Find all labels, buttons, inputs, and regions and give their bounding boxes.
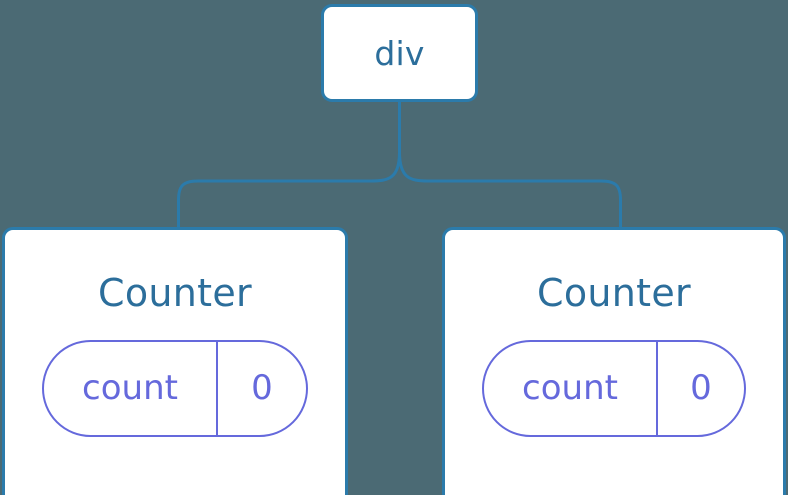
connector-branch-right xyxy=(398,151,622,227)
node-counter-2-label: Counter xyxy=(537,271,691,315)
state-value-counter-1: 0 xyxy=(251,367,273,408)
node-counter-1-label: Counter xyxy=(98,271,252,315)
state-value-counter-2: 0 xyxy=(690,367,712,408)
state-key-counter-1: count xyxy=(44,342,218,435)
state-badge-counter-2[interactable]: count 0 xyxy=(482,340,746,437)
node-counter-2[interactable]: Counter count 0 xyxy=(442,227,786,495)
connector-branch-left xyxy=(177,151,401,227)
node-counter-1[interactable]: Counter count 0 xyxy=(2,227,348,495)
state-badge-counter-1[interactable]: count 0 xyxy=(42,340,308,437)
state-key-counter-2: count xyxy=(484,342,658,435)
node-div-label: div xyxy=(374,33,425,73)
node-div[interactable]: div xyxy=(321,4,478,102)
